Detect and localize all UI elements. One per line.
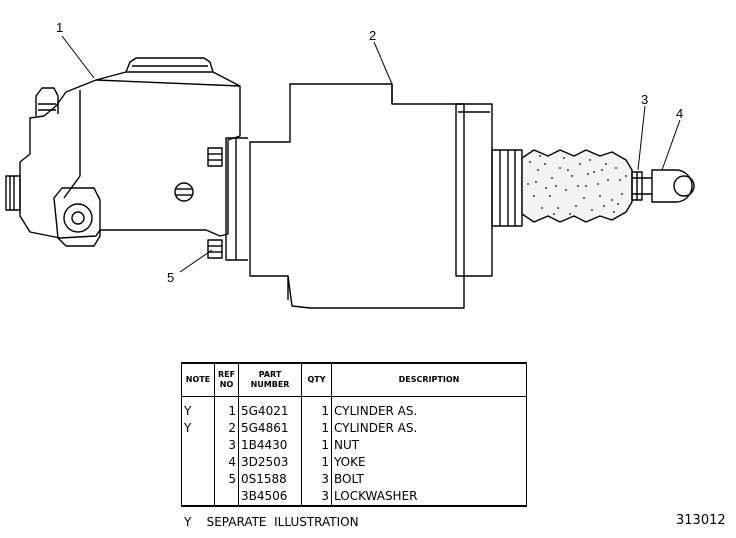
leader-lines — [61, 35, 681, 273]
note-cell — [182, 471, 215, 488]
note-cell — [182, 437, 215, 454]
push-rod-nut-yoke — [631, 169, 695, 203]
figure-number: 313012 — [676, 513, 726, 528]
description-cell: CYLINDER AS. — [331, 420, 527, 437]
qty-cell: 3 — [301, 471, 332, 488]
ref-cell: 2 — [214, 420, 239, 437]
table-row: 3B4506 3 LOCKWASHER — [182, 488, 527, 506]
push-rod-collar — [491, 149, 523, 227]
master-cylinder — [5, 57, 241, 247]
ref-cell: 1 — [214, 396, 239, 420]
qty-cell: 1 — [301, 396, 332, 420]
table-row: 5 0S1588 3 BOLT — [182, 471, 527, 488]
note-column-header: NOTE — [181, 363, 215, 397]
callout-2: 2 — [369, 28, 376, 43]
ref-cell — [214, 488, 239, 506]
qty-cell: 1 — [301, 454, 332, 471]
footnote-separate-illustration: Y SEPARATE ILLUSTRATION — [184, 515, 359, 529]
power-cylinder — [207, 83, 493, 309]
ref-cell: 4 — [214, 454, 239, 471]
part-number-cell: 1B4430 — [238, 437, 302, 454]
ref-header-line1: REF — [217, 370, 236, 379]
table-row: Y 2 5G4861 1 CYLINDER AS. — [182, 420, 527, 437]
qty-cell: 3 — [301, 488, 332, 506]
part-number-cell: 3D2503 — [238, 454, 302, 471]
rubber-boot — [521, 149, 633, 223]
note-cell: Y — [184, 421, 192, 435]
part-header-line1: PART — [258, 370, 282, 379]
table-row: 3 1B4430 1 NUT — [182, 437, 527, 454]
description-cell: CYLINDER AS. — [331, 396, 527, 420]
boot-texture — [527, 155, 627, 215]
part-number-cell: 5G4861 — [238, 420, 302, 437]
callout-3: 3 — [641, 92, 648, 107]
qty-cell: 1 — [301, 437, 332, 454]
description-cell: BOLT — [331, 471, 527, 488]
qty-cell: 1 — [301, 420, 332, 437]
part-header-line2: NUMBER — [250, 380, 290, 389]
note-cell — [182, 454, 215, 471]
description-cell: NUT — [331, 437, 527, 454]
cylinder-assembly-illustration: 1 2 3 4 5 — [5, 20, 695, 309]
callout-4: 4 — [676, 106, 683, 121]
part-number-cell: 0S1588 — [238, 471, 302, 488]
qty-column-header: QTY — [301, 363, 332, 397]
part-number-cell: 5G4021 — [238, 396, 302, 420]
note-cell — [182, 488, 215, 506]
description-column-header: DESCRIPTION — [331, 363, 527, 397]
ref-cell: 5 — [214, 471, 239, 488]
table-row: 4 3D2503 1 YOKE — [182, 454, 527, 471]
note-cell: Y — [184, 404, 192, 418]
description-cell: YOKE — [331, 454, 527, 471]
description-cell: LOCKWASHER — [331, 488, 527, 506]
part-number-cell: 3B4506 — [238, 488, 302, 506]
ref-cell: 3 — [214, 437, 239, 454]
callout-5: 5 — [167, 270, 174, 285]
ref-header-line2: NO — [219, 380, 234, 389]
table-row: Y 1 5G4021 1 CYLINDER AS. — [182, 396, 527, 420]
callout-1: 1 — [56, 20, 63, 35]
